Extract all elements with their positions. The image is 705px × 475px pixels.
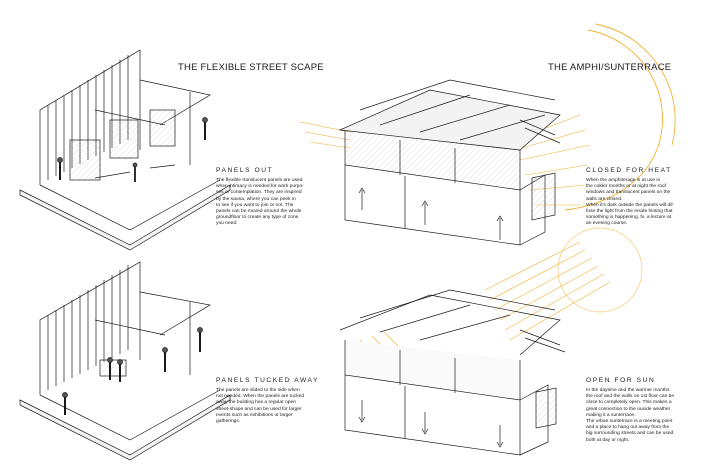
amphi-drawing-open bbox=[339, 289, 566, 456]
closed-line: windows and translucent panels on the bbox=[586, 190, 671, 196]
panels-out-line: The flexible translucent panels are used bbox=[216, 178, 303, 183]
open-line: both at day or night. bbox=[586, 437, 630, 443]
panels-tucked-line: events such as exhibitions or larger bbox=[216, 412, 293, 418]
panels-out-line: when intimacy is needed for work purpo- bbox=[216, 184, 304, 190]
panels-tucked-line: not needed. When the panels are tucked bbox=[216, 394, 305, 400]
open-heading: OPEN FOR SUN bbox=[586, 377, 656, 384]
open-line: In the daytime and the warmer months bbox=[586, 388, 670, 393]
closed-line: When the amphiterage is at use in bbox=[586, 178, 661, 183]
panels-out-line: to see if you want to join or not. The bbox=[216, 202, 294, 208]
panels-tucked-heading: PANELS TUCKED AWAY bbox=[216, 377, 320, 384]
sun-icon bbox=[564, 23, 676, 211]
street-title: THE FLEXIBLE STREET SCAPE bbox=[178, 62, 324, 73]
panels-out-line: groundfloor to create any type of zone bbox=[216, 215, 299, 221]
amphi-title: THE AMPHI/SUNTERRACE bbox=[548, 62, 672, 73]
open-text: In the daytime and the warmer months the… bbox=[586, 388, 702, 444]
open-line: the roof and the walls on 1st floor can … bbox=[586, 394, 675, 400]
open-line: and a place to hang out away from the bbox=[586, 425, 670, 431]
open-line: making it a sunterrace. bbox=[586, 412, 636, 418]
panels-tucked-line: gatherings. bbox=[216, 419, 241, 425]
panels-out-text: The flexible translucent panels are used… bbox=[216, 178, 366, 228]
open-line: big surrounding streets and can be used bbox=[586, 431, 674, 437]
panels-out-heading: PANELS OUT bbox=[216, 167, 274, 174]
closed-heading: CLOSED FOR HEAT bbox=[586, 167, 672, 174]
closed-line: walls are closed. bbox=[586, 196, 623, 202]
amphi-drawing-closed bbox=[338, 79, 561, 246]
sun-disc-bottom bbox=[557, 227, 643, 313]
closed-line: the colder months or at night the roof bbox=[586, 184, 666, 190]
open-line: close to completely open. This makes a bbox=[586, 400, 672, 406]
street-drawing-panels-out bbox=[19, 49, 231, 251]
panels-tucked-line: The panels are slided to the side when bbox=[216, 388, 300, 393]
closed-line: When it's dark outside the panels will d… bbox=[586, 202, 675, 208]
panels-tucked-text: The panels are slided to the side when n… bbox=[216, 388, 366, 425]
open-line: great connection to the ouside weather bbox=[586, 406, 671, 412]
panels-out-line: by the sauna, where you can peek in bbox=[216, 196, 296, 202]
panels-out-line: ses or contemplation. They are inspired bbox=[216, 190, 302, 196]
street-drawing-panels-tucked bbox=[19, 261, 231, 461]
panels-out-line: you need. bbox=[216, 221, 238, 227]
panels-tucked-line: street-shape and can be used for larger bbox=[216, 406, 302, 412]
panels-out-line: panels can be moved around the whole bbox=[216, 209, 302, 215]
closed-line: fuse the light from the inside hinting t… bbox=[586, 209, 673, 215]
closed-line: an evening course. bbox=[586, 221, 628, 227]
closed-text: When the amphiterage is at use in the co… bbox=[586, 178, 702, 228]
closed-line: something is happening, fx. a lecture at bbox=[586, 215, 672, 221]
open-line: The urban sunterrace is a meeting point bbox=[586, 419, 673, 425]
panels-tucked-line: away the building has a regular open bbox=[216, 400, 296, 406]
